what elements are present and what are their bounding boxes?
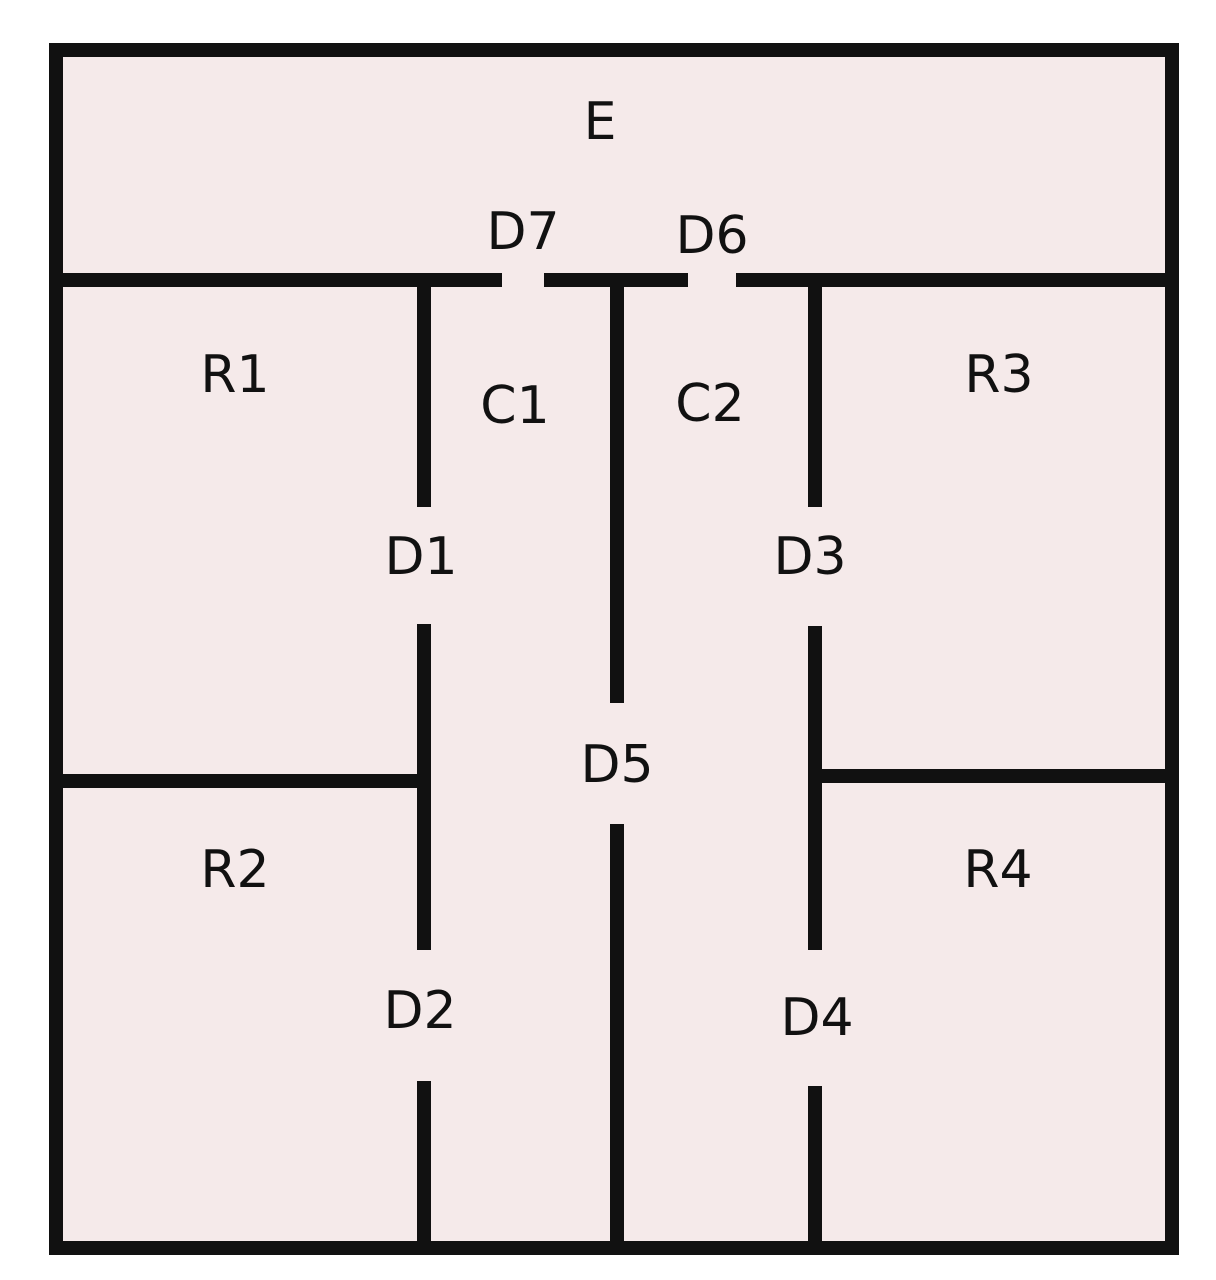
label-corridor-1: C1: [480, 376, 549, 436]
label-door-4: D4: [780, 988, 853, 1048]
label-room-2: R2: [200, 840, 269, 900]
label-door-7: D7: [486, 202, 559, 262]
label-door-6: D6: [675, 206, 748, 266]
label-corridor-2: C2: [675, 374, 744, 434]
label-door-2: D2: [383, 981, 456, 1041]
label-room-1: R1: [200, 345, 269, 405]
label-door-5: D5: [580, 735, 653, 795]
label-room-4: R4: [963, 840, 1032, 900]
label-entrance: E: [584, 92, 617, 152]
label-door-1: D1: [384, 527, 457, 587]
label-door-3: D3: [773, 527, 846, 587]
label-room-3: R3: [964, 345, 1033, 405]
